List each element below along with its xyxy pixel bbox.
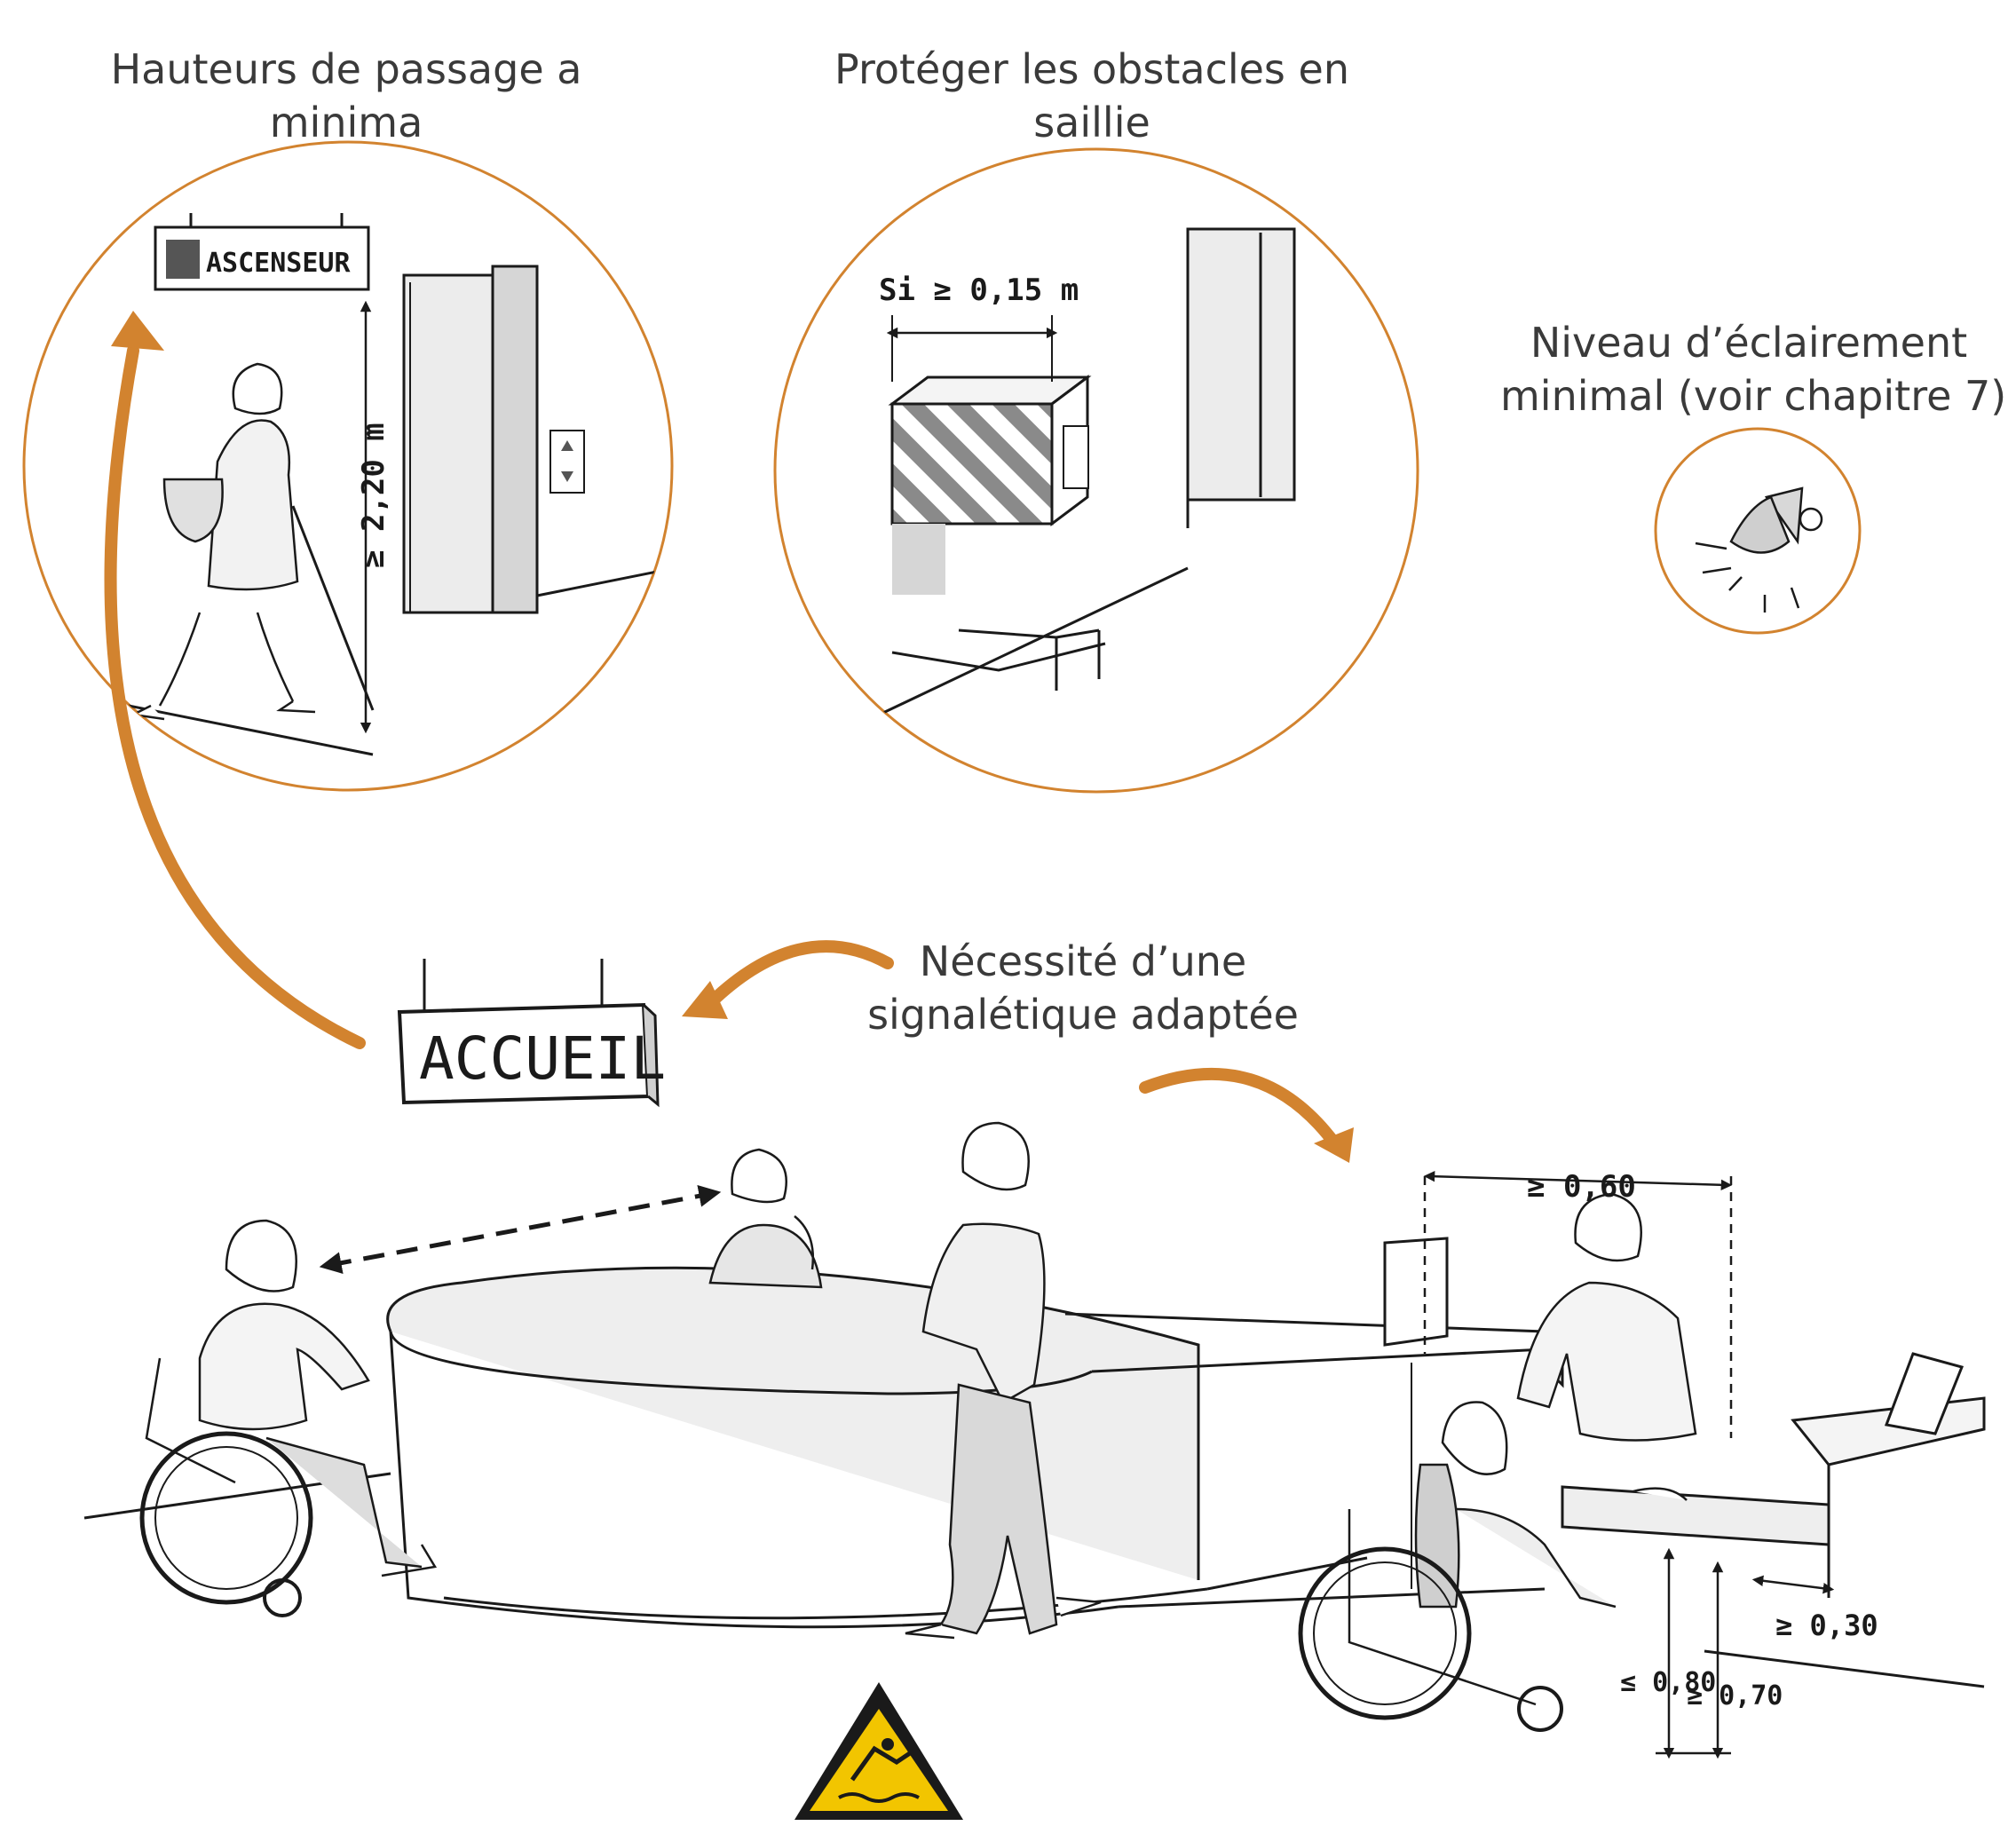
passage-height-dimension: ≥ 2,20 m [356, 300, 391, 734]
wheelchair-wheel [139, 1431, 313, 1605]
arrow-to-counter [1139, 1067, 1342, 1151]
accueil-sign: ACCUEIL [397, 959, 666, 1108]
staff-member-right [1516, 1192, 1697, 1501]
counter-card-right [1884, 1352, 1965, 1435]
caption-signal-line1: Nécessité d’une [919, 937, 1247, 985]
receptionist [708, 1148, 823, 1289]
lighting-vignette [1654, 427, 1862, 635]
accueil-label: ACCUEIL [419, 1024, 666, 1093]
arrow-to-passage [104, 344, 366, 1049]
passage-height-label: ≥ 2,20 m [356, 423, 391, 568]
obstacle-projection-dimension: Si ≥ 0,15 m [879, 273, 1079, 382]
door-frame [1186, 227, 1296, 502]
counter-card [1383, 1237, 1449, 1347]
knee-height-min-label: ≥ 0,70 [1687, 1680, 1783, 1711]
caption-signage: Nécessité d’une signalétique adaptée [852, 935, 1314, 1041]
counter-height-max-label: ≤ 0,80 [1620, 1667, 1716, 1698]
elevator-door-right [491, 265, 539, 614]
vignette-circle-obstacles [773, 147, 1419, 794]
ascenseur-sign: ASCENSEUR [154, 213, 370, 291]
slippery-floor-warning-icon [795, 1682, 963, 1820]
caption-passage-line2: minima [269, 99, 423, 146]
line-of-sight [319, 1185, 722, 1274]
ascenseur-label: ASCENSEUR [206, 248, 351, 279]
elevator-call-button-icon [549, 430, 585, 494]
caption-passage-line1: Hauteurs de passage a [110, 45, 582, 93]
reception-scene [83, 1121, 1986, 1732]
wheelchair-user-right [1298, 1401, 1617, 1732]
standing-visitor [905, 1121, 1102, 1640]
arrow-to-accueil-sign [700, 940, 894, 1014]
caption-obstacles-line1: Protéger les obstacles en [834, 45, 1349, 93]
woman-with-cane [129, 362, 375, 721]
caption-eclairage-line2: minimal (voir chapitre 7) [1500, 372, 2007, 420]
caption-passage-height: Hauteurs de passage a minima [62, 43, 630, 149]
spotlight-icon [1695, 486, 1823, 613]
passage-height-vignette: ASCENSEUR ≥ 2,20 m [22, 140, 674, 792]
arrowheads [111, 311, 1354, 1163]
knee-depth-label: ≥ 0,30 [1775, 1609, 1878, 1642]
caption-lighting-level: Niveau d’éclairement minimal (voir chapi… [1500, 316, 2007, 423]
callout-arrows [104, 344, 1342, 1151]
counter-dimensions: ≥ 0,60 ≥ 0,30 ≤ 0,80 ≥ 0,70 [1423, 1169, 1878, 1759]
counter-width-label: ≥ 0,60 [1527, 1169, 1636, 1205]
writing-shelf [1561, 1485, 1830, 1546]
caption-signal-line2: signalétique adaptée [867, 991, 1299, 1039]
caption-protect-obstacles: Protéger les obstacles en saillie [799, 43, 1385, 149]
wheelchair-user-left [139, 1219, 438, 1617]
obstacles-vignette: Si ≥ 0,15 m [773, 147, 1419, 794]
obstacle-projection-label: Si ≥ 0,15 m [879, 273, 1079, 308]
obstacle-shadow [892, 524, 945, 595]
cane-detection-rail [891, 628, 1106, 691]
caption-eclairage-line1: Niveau d’éclairement [1530, 319, 1968, 367]
floor-perspective-line [869, 566, 1189, 721]
caption-obstacles-line2: saillie [1033, 99, 1150, 146]
elevator-pictogram-icon [166, 240, 200, 279]
projecting-obstacle [888, 375, 1092, 526]
